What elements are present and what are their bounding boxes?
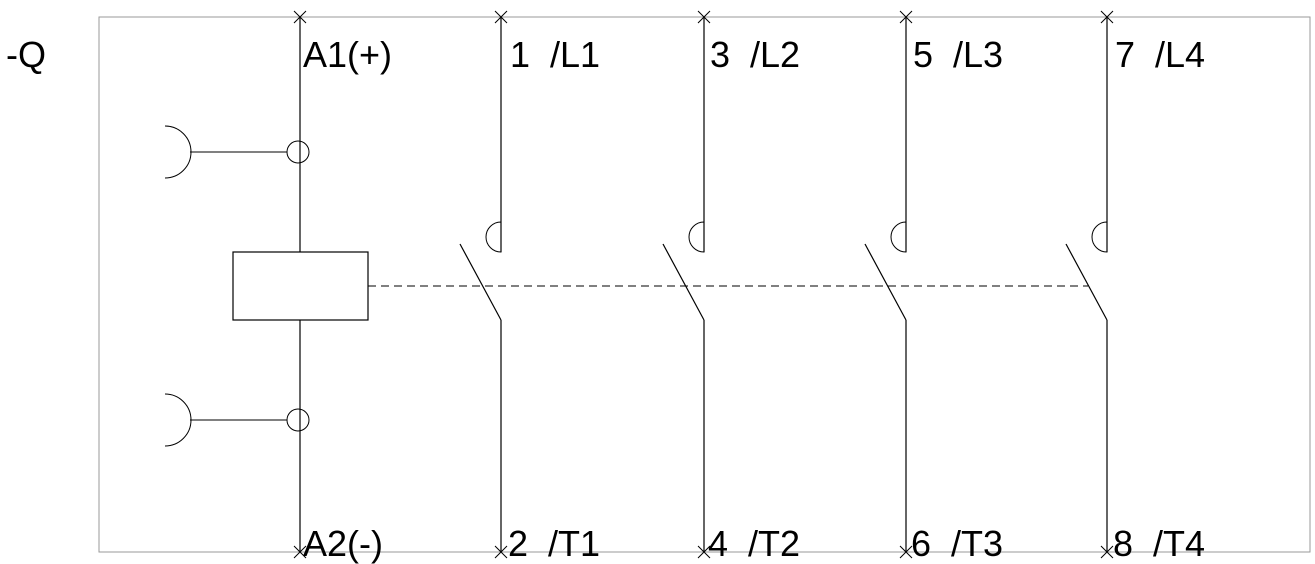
device-tag: -Q <box>6 34 46 75</box>
pole-3-bottom-label: 6 /T3 <box>911 523 1003 564</box>
pole-3-top-label: 5 /L3 <box>913 34 1003 75</box>
pole-3: 5 /L3 6 /T3 <box>864 10 1003 564</box>
pole-2-moving-contact <box>662 243 705 321</box>
coil-top-label: A1(+) <box>303 34 392 75</box>
pole-3-fixed-contact <box>890 221 907 253</box>
pole-1-top-label: 1 /L1 <box>510 34 600 75</box>
pole-2-fixed-contact <box>688 221 705 253</box>
coil-bottom-label: A2(-) <box>303 523 383 564</box>
pole-2-bottom-label: 4 /T2 <box>708 523 800 564</box>
coil-socket-bottom <box>286 408 310 432</box>
coil-socket-top <box>286 140 310 164</box>
pole-1-fixed-contact <box>485 221 502 253</box>
coil-branch: A1(+) A2(-) <box>164 10 392 564</box>
pole-2: 3 /L2 4 /T2 <box>662 10 800 564</box>
pole-4-top-label: 7 /L4 <box>1115 34 1205 75</box>
pole-4-bottom-label: 8 /T4 <box>1113 523 1205 564</box>
coil-plug-top <box>164 125 192 179</box>
pole-4-moving-contact <box>1065 243 1108 321</box>
pole-1: 1 /L1 2 /T1 <box>459 10 600 564</box>
pole-4: 7 /L4 8 /T4 <box>1065 10 1205 564</box>
pole-2-top-label: 3 /L2 <box>710 34 800 75</box>
pole-4-fixed-contact <box>1091 221 1108 253</box>
coil-symbol <box>232 251 369 321</box>
pole-1-bottom-label: 2 /T1 <box>508 523 600 564</box>
pole-1-moving-contact <box>459 243 502 321</box>
pole-3-moving-contact <box>864 243 907 321</box>
coil-plug-bottom <box>164 393 192 447</box>
